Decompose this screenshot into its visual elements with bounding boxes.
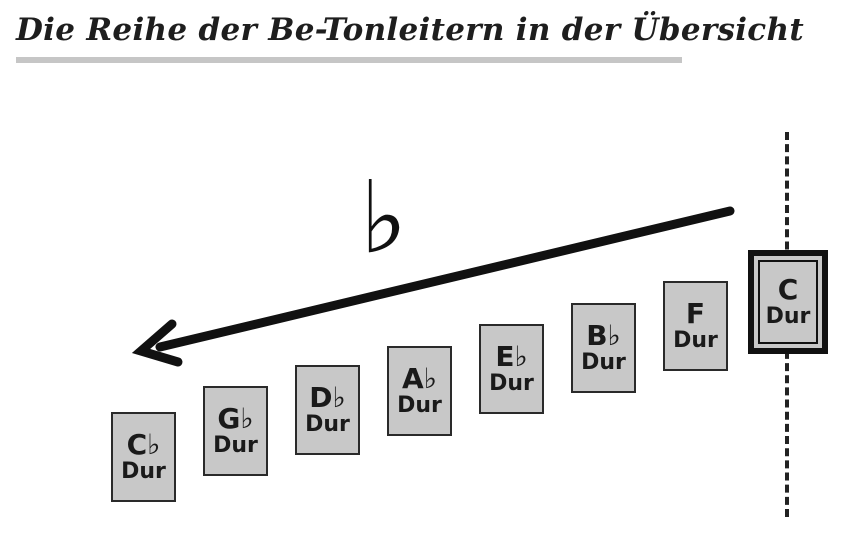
scale-note: F: [685, 297, 706, 330]
scale-note: A♭: [402, 362, 437, 395]
scale-note: G♭: [217, 402, 254, 435]
scale-note: D♭: [309, 381, 346, 414]
scale-box-g-flat-major: G♭ Dur: [203, 386, 268, 476]
scale-mode: Dur: [305, 412, 350, 437]
scale-box-d-flat-major: D♭ Dur: [295, 365, 360, 455]
scale-note: B♭: [586, 319, 621, 352]
title-underline: [16, 57, 682, 63]
scale-mode: Dur: [673, 328, 718, 353]
page-title: Die Reihe der Be-Tonleitern in der Übers…: [16, 12, 804, 48]
scale-mode: Dur: [121, 459, 166, 484]
scale-note: E♭: [495, 340, 528, 373]
scale-mode: Dur: [489, 371, 534, 396]
scale-mode: Dur: [397, 393, 442, 418]
arrow-head: [131, 319, 183, 367]
scale-mode: Dur: [581, 350, 626, 375]
scale-note: C: [777, 273, 799, 306]
scale-note: C♭: [126, 428, 161, 461]
scale-box-b-flat-major: B♭ Dur: [571, 303, 636, 393]
arrow-shaft: [155, 206, 735, 352]
scale-mode: Dur: [765, 304, 811, 329]
flat-icon: ♭: [360, 159, 408, 276]
scale-mode: Dur: [213, 433, 258, 458]
scale-box-c-flat-major: C♭ Dur: [111, 412, 176, 502]
scale-box-e-flat-major: E♭ Dur: [479, 324, 544, 414]
scale-box-c-major: C Dur: [748, 250, 828, 354]
scale-box-f-major: F Dur: [663, 281, 728, 371]
scale-box-a-flat-major: A♭ Dur: [387, 346, 452, 436]
